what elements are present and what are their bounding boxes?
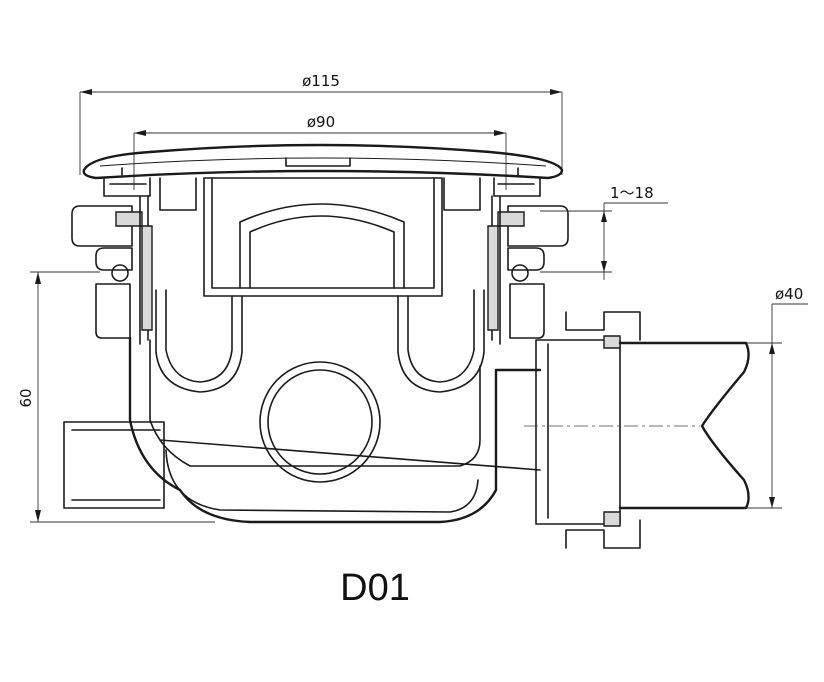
trap-body — [128, 289, 542, 524]
cover-plate — [82, 143, 564, 180]
adjust-range-label: 1～18 — [610, 184, 654, 202]
left-stub-pipe — [63, 421, 165, 509]
dimension-outlet-diameter — [742, 303, 808, 509]
inner-diameter-label: ø90 — [307, 113, 335, 131]
clamp-ring-right — [497, 205, 569, 339]
inner-sleeve — [139, 195, 501, 345]
height-label: 60 — [17, 388, 35, 407]
dimension-inner-diameter — [133, 130, 507, 190]
strainer-basket — [203, 177, 443, 297]
frame-flange — [103, 177, 541, 211]
outlet-fitting — [535, 311, 641, 549]
cleanout-opening — [259, 361, 381, 483]
model-caption: D01 — [340, 567, 410, 609]
clamp-ring-left — [71, 205, 143, 339]
outlet-pipe — [524, 341, 750, 510]
dimension-adjust-range — [540, 202, 668, 280]
outer-diameter-label: ø115 — [302, 72, 340, 90]
dimension-height — [30, 271, 215, 523]
outlet-diameter-label: ø40 — [775, 285, 803, 303]
dimension-outer-diameter — [79, 89, 563, 175]
